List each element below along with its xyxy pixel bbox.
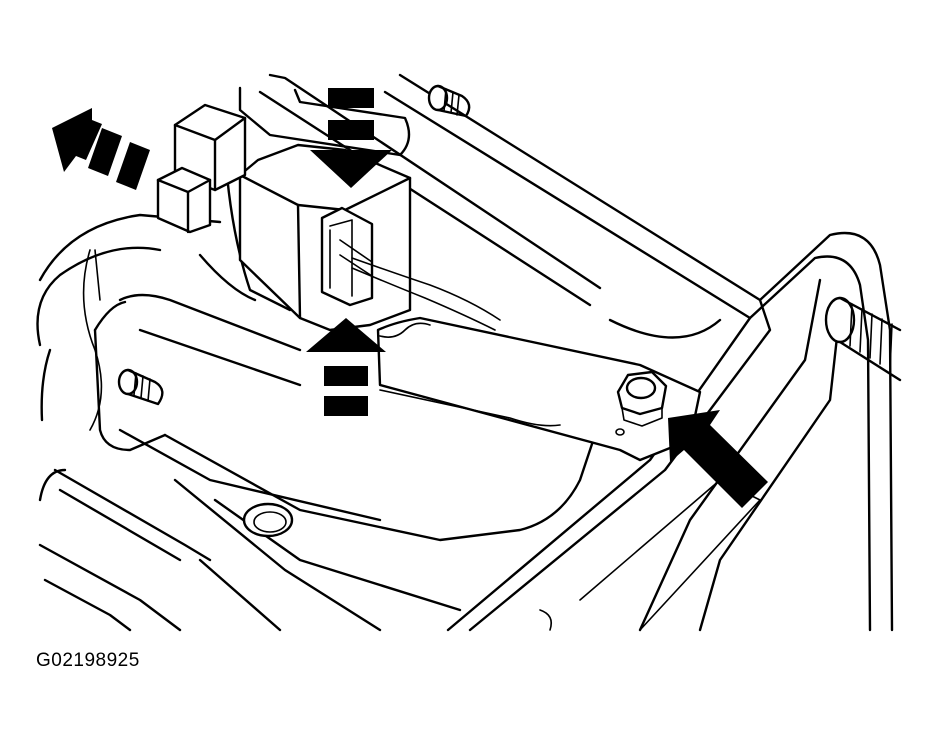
ground-strap <box>376 316 702 462</box>
electrical-connector <box>156 103 247 234</box>
figure-id-label: G02198925 <box>36 650 140 671</box>
threaded-rod-right <box>824 296 902 382</box>
sensor-module <box>198 86 501 332</box>
arrow-up-dashed-icon <box>306 318 386 416</box>
stud-bolt-top <box>427 84 471 118</box>
base-housing <box>36 213 282 632</box>
mounting-bracket-right <box>258 73 894 632</box>
mounting-bolt <box>615 370 668 436</box>
lower-plate <box>93 293 602 632</box>
arrow-up-left-solid-icon <box>668 410 768 508</box>
component-diagram <box>36 73 902 632</box>
stud-bolt-left <box>117 368 164 406</box>
arrow-left-dashed-icon <box>52 108 150 190</box>
arrow-down-dashed-icon <box>310 88 392 188</box>
